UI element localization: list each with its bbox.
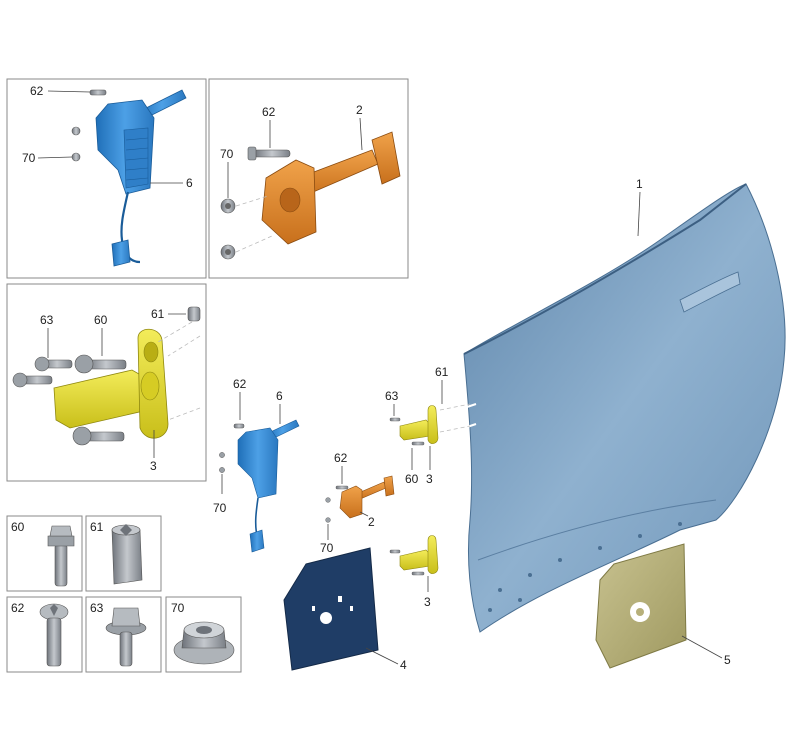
fastener-box-61: 61 (85, 515, 162, 592)
callout-pin-61: 61 (151, 307, 165, 321)
panel-door-check: 62 70 2 (208, 78, 409, 279)
callout-upper-hinge-3: 3 (426, 472, 433, 486)
fastener-box-63: 63 (85, 596, 162, 673)
callout-check-link-unit-6: 6 (276, 389, 283, 403)
callout-door-check-2: 2 (368, 515, 375, 529)
check-link-unit-main (219, 419, 300, 553)
door-check-main (325, 475, 395, 523)
fastener-boxes: 60 61 62 63 (6, 515, 242, 673)
callout-seal-sheet-5: 5 (724, 653, 731, 667)
fastener-box-70: 70 (165, 596, 242, 673)
door-panel (463, 183, 786, 633)
callout-hinge-pin-61: 61 (435, 365, 449, 379)
fastener-label-61: 61 (90, 520, 104, 534)
callout-door-check-screw-62: 62 (334, 451, 348, 465)
callout-part-6: 6 (186, 176, 193, 190)
callouts: 63 60 61 3 (40, 307, 186, 473)
fastener-box-62: 62 (6, 596, 83, 673)
lower-hinge-main (389, 535, 439, 576)
panel-check-link-unit: 62 70 6 (6, 78, 207, 279)
upper-hinge-main (389, 403, 471, 446)
fastener-box-60: 60 (6, 515, 83, 592)
callout-check-link-screw-62: 62 (233, 377, 247, 391)
callout-lower-hinge-3: 3 (424, 595, 431, 609)
fastener-label-62: 62 (11, 601, 25, 615)
callout-part-2: 2 (356, 103, 363, 117)
callout-door-check-nut-70: 70 (320, 541, 334, 555)
hinge-drawing (12, 306, 201, 446)
callouts: 62 70 2 (220, 103, 363, 198)
callout-hinge-bolt-60: 60 (405, 472, 419, 486)
seal-sheet-right (595, 543, 687, 669)
main-exploded-view: 1 62 6 70 62 2 70 (213, 177, 786, 672)
callout-hinge-bolt-63: 63 (385, 389, 399, 403)
callout-bolt-63: 63 (40, 313, 54, 327)
fastener-label-63: 63 (90, 601, 104, 615)
seal-sheet-left (283, 547, 379, 671)
fastener-label-60: 60 (11, 520, 25, 534)
callout-seal-sheet-4: 4 (400, 658, 407, 672)
callout-screw-62: 62 (30, 84, 44, 98)
fastener-label-70: 70 (171, 601, 185, 615)
callout-nut-70: 70 (22, 151, 36, 165)
callout-nut-70: 70 (220, 147, 234, 161)
panel-hinge: 63 60 61 3 (6, 283, 207, 482)
callout-screw-62: 62 (262, 105, 276, 119)
callouts: 62 70 6 (22, 84, 193, 190)
callout-door-1: 1 (636, 177, 643, 191)
door-check-drawing (220, 131, 401, 260)
callout-bolt-60: 60 (94, 313, 108, 327)
callout-check-link-nut-70: 70 (213, 501, 227, 515)
callout-part-3: 3 (150, 459, 157, 473)
check-link-unit-drawing (71, 89, 187, 267)
